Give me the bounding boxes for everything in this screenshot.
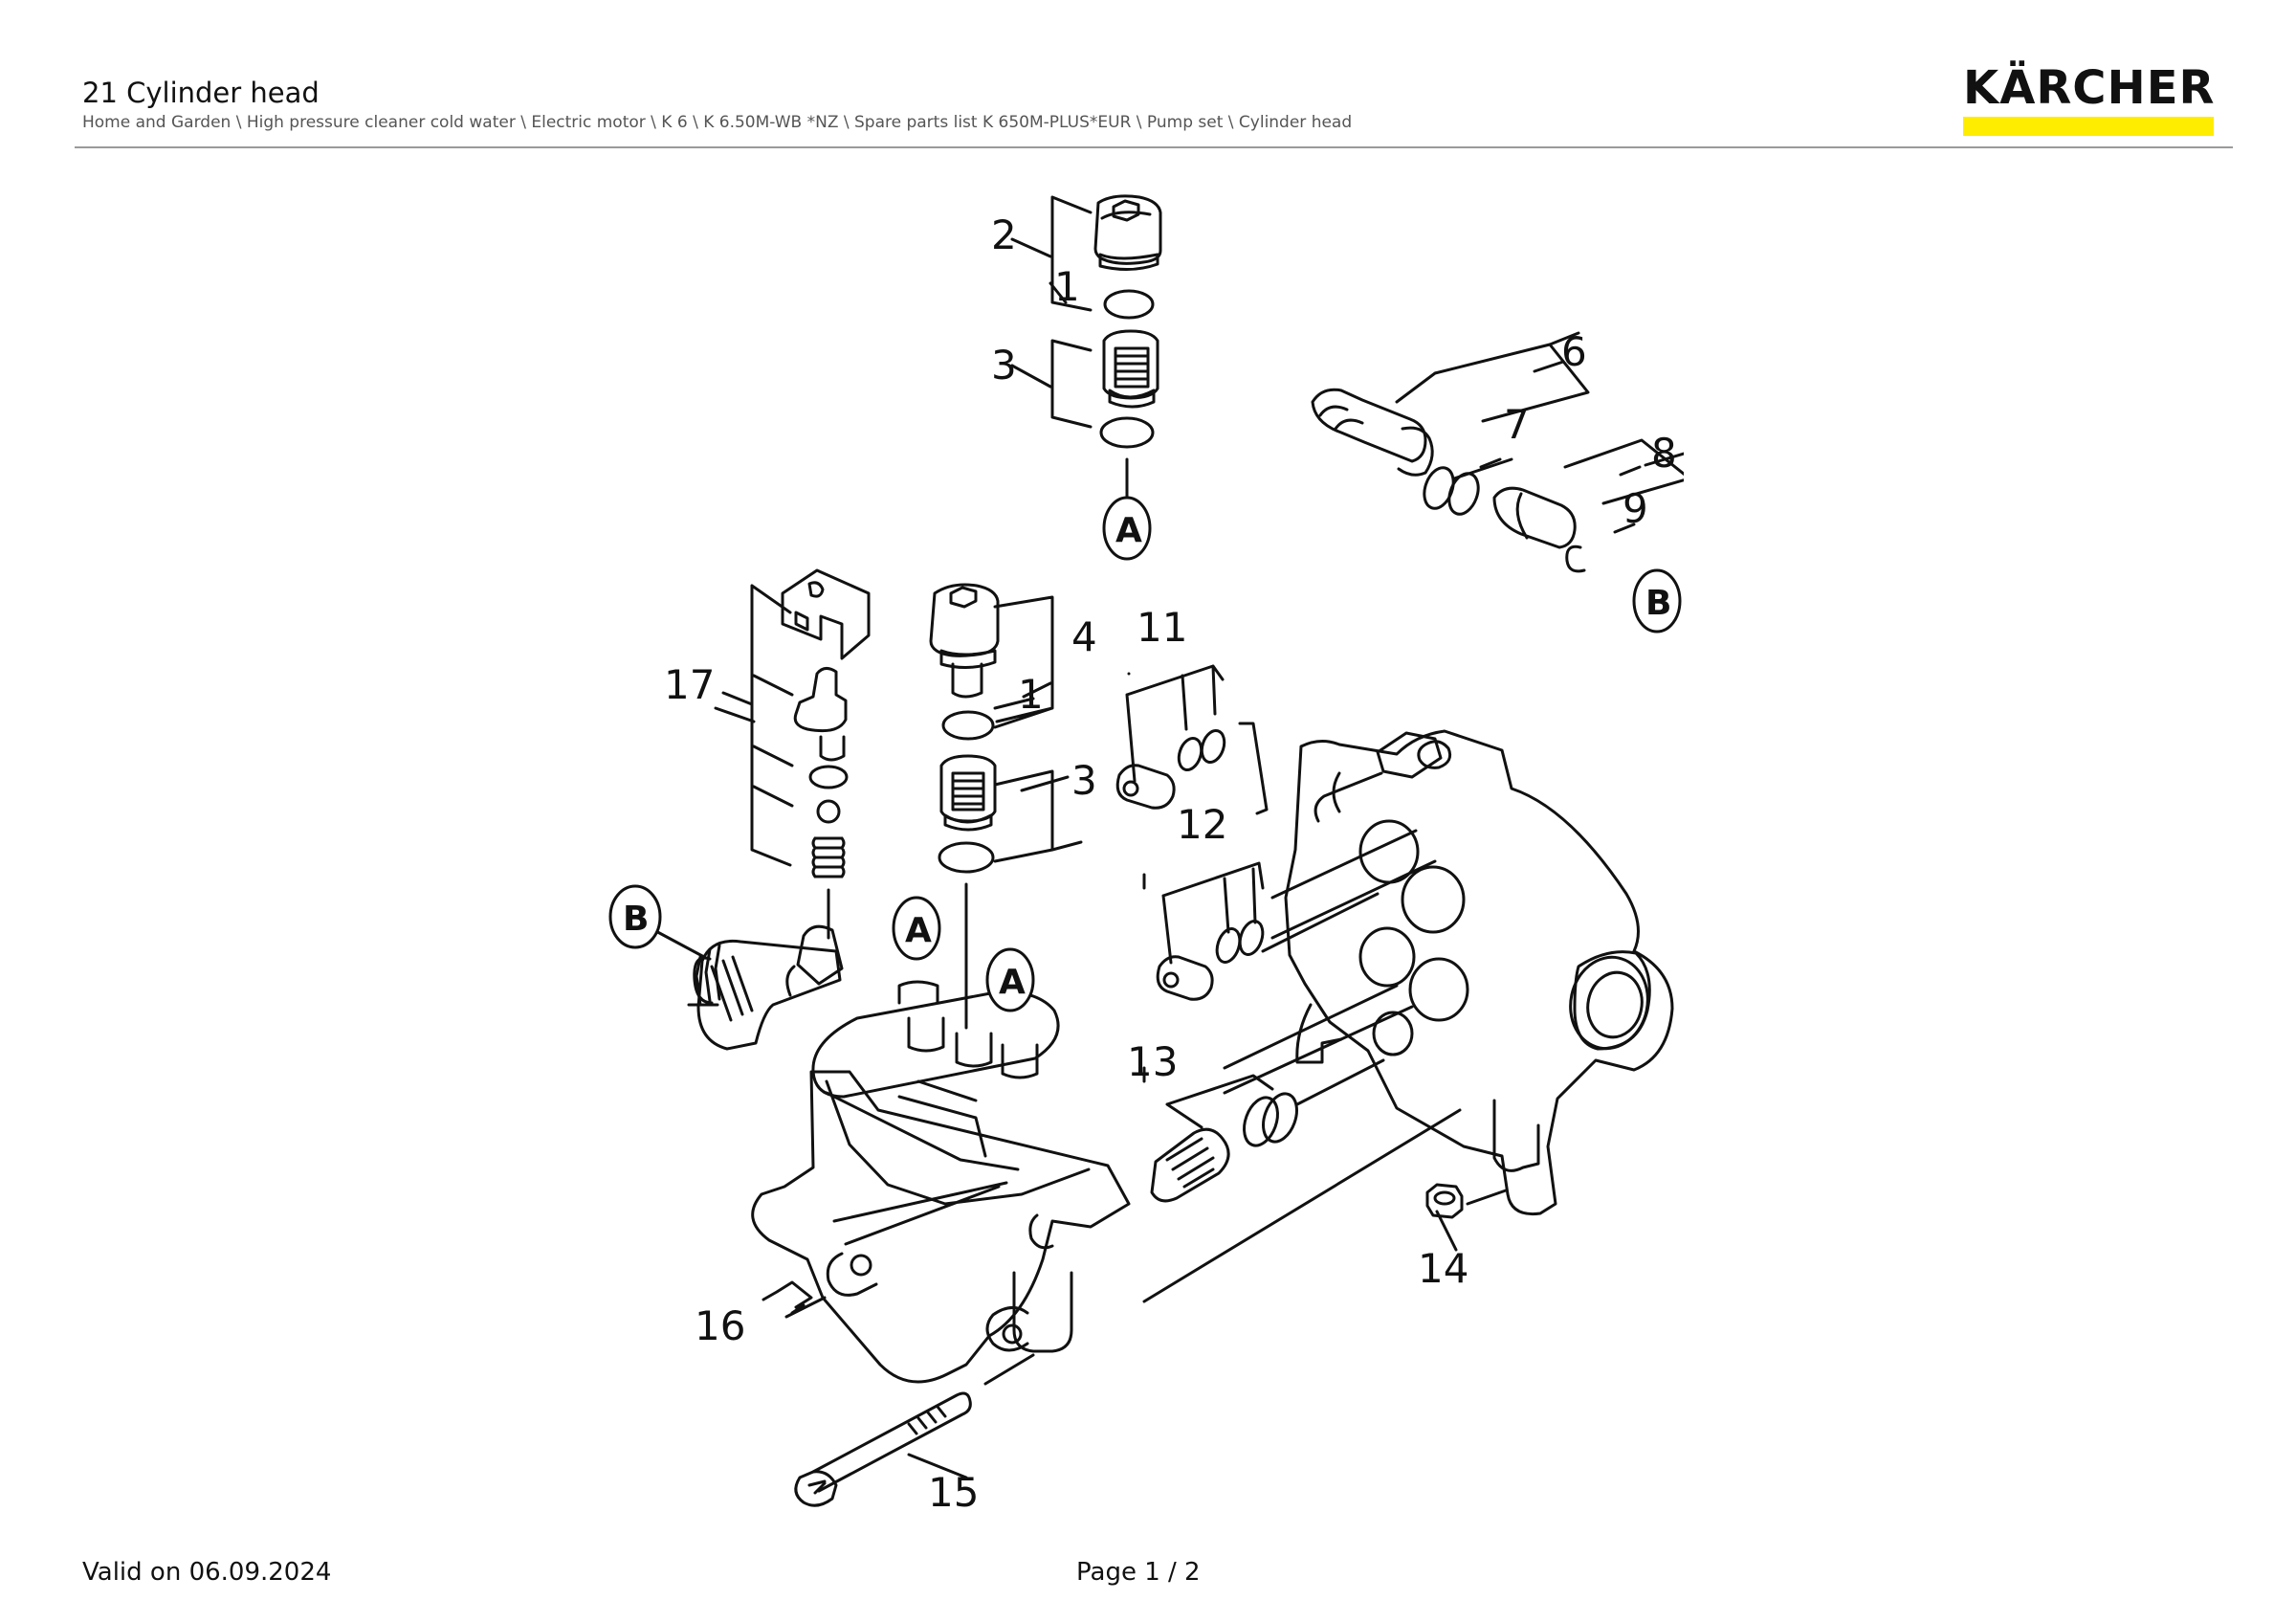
svg-text:B: B (623, 900, 649, 939)
connector-8[interactable] (1492, 486, 1577, 549)
callout-8[interactable]: 8 (1651, 430, 1677, 477)
callout-6[interactable]: 6 (1561, 328, 1587, 375)
o-ring-3-centre[interactable] (938, 841, 995, 874)
ref-b-right[interactable]: B (1632, 568, 1682, 634)
circlip-9[interactable] (1565, 545, 1586, 573)
valve-cap-top[interactable] (1093, 194, 1162, 271)
exploded-parts-diagram: A B B A A 2 1 3 6 7 8 9 11 4 1 17 3 12 1… (608, 194, 1684, 1516)
page-indicator: Page 1 / 2 (1076, 1558, 1201, 1587)
spring-17[interactable] (811, 836, 846, 878)
nut-14[interactable] (1425, 1183, 1464, 1219)
callout-4[interactable]: 4 (1071, 613, 1097, 660)
ref-a-centre-left[interactable]: A (892, 896, 941, 961)
outlet-fitting-b[interactable] (693, 944, 721, 1007)
callout-15[interactable]: 15 (928, 1469, 979, 1516)
callout-2[interactable]: 2 (991, 211, 1017, 258)
screw-15[interactable] (794, 1391, 972, 1507)
callout-14[interactable]: 14 (1418, 1245, 1468, 1292)
callout-16[interactable]: 16 (695, 1302, 745, 1349)
quick-coupling-adapter[interactable] (1311, 388, 1434, 477)
valve-13[interactable] (1150, 1089, 1303, 1203)
svg-text:A: A (999, 963, 1026, 1002)
callout-7[interactable]: 7 (1504, 401, 1530, 448)
pump-housing[interactable] (1223, 729, 1674, 1216)
valve-insert-top[interactable] (1102, 329, 1159, 409)
ball-17[interactable] (816, 799, 841, 824)
cylinder-head-front[interactable] (696, 924, 1131, 1384)
o-ring-1-centre[interactable] (941, 710, 995, 741)
brand-wordmark: KÄRCHER (1963, 61, 2216, 115)
relief-valve-17[interactable] (793, 667, 848, 762)
o-ring-1-top[interactable] (1103, 289, 1155, 320)
callout-11[interactable]: 11 (1137, 604, 1187, 651)
svg-text:B: B (1645, 584, 1671, 623)
karcher-logo: KÄRCHER (1963, 59, 2214, 136)
seal-set-12[interactable] (1156, 918, 1267, 1001)
valve-cap-4[interactable] (929, 583, 1000, 699)
callout-12[interactable]: 12 (1177, 801, 1227, 848)
bracket-17[interactable] (781, 568, 871, 660)
callout-17[interactable]: 17 (664, 661, 715, 708)
page-title: 21 Cylinder head (82, 77, 320, 109)
valid-date: Valid on 06.09.2024 (82, 1558, 332, 1587)
valve-insert-centre[interactable] (939, 754, 997, 832)
brand-yellow-bar (1963, 117, 2214, 136)
callout-9[interactable]: 9 (1623, 485, 1648, 532)
svg-text:A: A (905, 911, 932, 950)
o-ring-17[interactable] (808, 765, 849, 789)
ref-a-top[interactable]: A (1102, 496, 1152, 561)
callout-13[interactable]: 13 (1127, 1038, 1178, 1085)
breadcrumb[interactable]: Home and Garden \ High pressure cleaner … (82, 113, 1353, 132)
callout-3-top[interactable]: 3 (991, 342, 1017, 389)
o-ring-3-top[interactable] (1099, 416, 1155, 449)
ref-a-centre-right[interactable]: A (985, 947, 1035, 1012)
callout-1-top[interactable]: 1 (1054, 263, 1080, 310)
svg-text:A: A (1115, 511, 1142, 550)
header-divider (75, 146, 2233, 148)
callout-3-centre[interactable]: 3 (1071, 757, 1097, 804)
callout-1-centre[interactable]: 1 (1018, 671, 1044, 718)
ref-b-left[interactable]: B (608, 884, 662, 949)
